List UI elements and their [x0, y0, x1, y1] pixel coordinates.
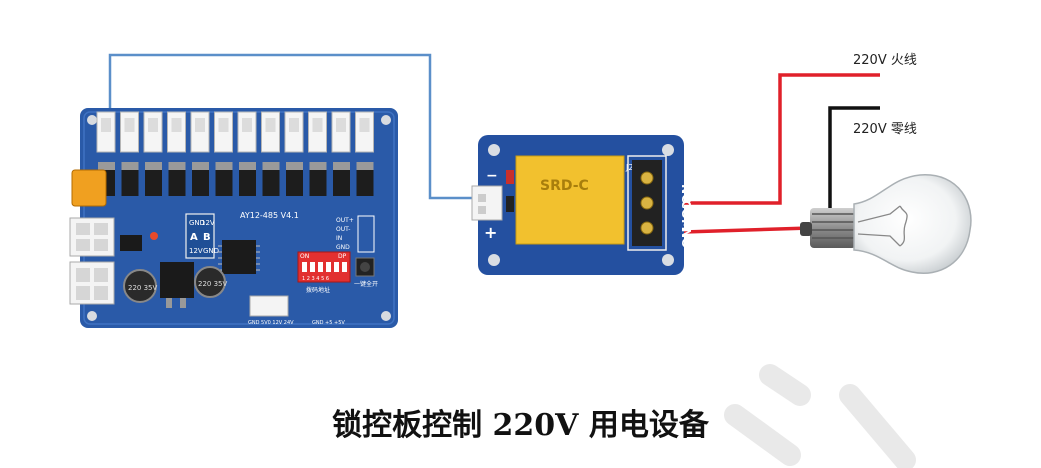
mosfet [168, 170, 186, 196]
signal-wire [108, 53, 478, 200]
mosfet-tab [356, 162, 374, 170]
bottom-pins-right-label: GND +5 +5V [312, 320, 345, 326]
mosfet [121, 170, 139, 196]
mosfet-tab [121, 162, 139, 170]
lock-control-board: GND 12V A B 12V GND AY12-485 V4.1 220 35… [69, 108, 398, 328]
regulator-chip [120, 235, 142, 251]
mosfet-row [98, 162, 374, 196]
connector-slot [289, 118, 299, 132]
neutral-wire-label: 220V 零线 [853, 122, 917, 137]
rs485-pin-label: A [190, 232, 198, 243]
connector-slot [336, 118, 346, 132]
out-pin-label: OUT+ [336, 217, 354, 224]
mosfet-tab [168, 162, 186, 170]
out-header [357, 215, 375, 253]
connector-slot [265, 118, 276, 132]
board-model-label: AY12-485 V4.1 [240, 211, 299, 220]
light-bulb [800, 174, 972, 274]
lock-output-connectors [96, 111, 374, 153]
dip-numbers: 1 2 3 4 5 6 [302, 276, 329, 282]
mosfet-tab [215, 162, 233, 170]
mosfet [333, 170, 350, 196]
mosfet-tab [333, 162, 350, 170]
out-pin-label: IN [336, 235, 342, 242]
connector-slot [242, 118, 252, 132]
mosfet [145, 170, 162, 196]
relay-model-label: SRD-C [540, 178, 589, 194]
mosfet-tab [145, 162, 162, 170]
rs485-pin-label: B [203, 232, 211, 243]
status-led [150, 232, 158, 240]
connector-slot [101, 118, 111, 132]
load-wire [683, 226, 811, 234]
dip-switch[interactable] [297, 251, 351, 283]
mosfet-tab [309, 162, 327, 170]
connector-slot [312, 118, 323, 132]
bottom-pins-label: GND 5V0 12V 24V [248, 320, 294, 326]
connector-slot [359, 118, 370, 132]
relay-input-connector [471, 185, 503, 221]
relay-plus-label: + [484, 223, 497, 242]
connector-slot [148, 118, 158, 132]
out-pin-label: OUT- [336, 226, 350, 233]
jumper-label: J2 [625, 163, 633, 172]
bulb-filament [857, 205, 908, 247]
watermark-mark [724, 364, 916, 468]
out-pin-label: GND [336, 244, 350, 251]
mosfet [309, 170, 327, 196]
mosfet-tab [286, 162, 303, 170]
rs485-pin-label: GND [203, 247, 219, 255]
dip-caption: 拨码地址 [306, 286, 330, 294]
relay-minus-label: − [486, 168, 498, 184]
dip-on-label: ON [300, 253, 309, 260]
rs485-pin-label: GND [189, 219, 205, 227]
capacitor-left-label: 220 35V [128, 284, 157, 292]
connector-slot [195, 118, 205, 132]
fuse [71, 169, 107, 207]
capacitor-right [194, 266, 226, 298]
terminal-screw [640, 221, 654, 235]
mcu-chip [222, 240, 256, 274]
connector-slot [124, 118, 135, 132]
terminal-label-nc: NC [679, 184, 693, 203]
terminal-screw [640, 196, 654, 210]
mosfet [356, 170, 374, 196]
mosfet [215, 170, 233, 196]
neutral-wire [828, 106, 880, 212]
dip-dp-label: DP [338, 253, 347, 260]
connector-slot [171, 118, 182, 132]
live-wire-label: 220V 火线 [853, 53, 917, 68]
mosfet [192, 170, 209, 196]
capacitor-left [123, 269, 157, 303]
bottom-connector [249, 295, 289, 317]
rs485-pin-label: 12V [189, 247, 203, 255]
bulb-glass [853, 174, 972, 274]
mosfet [239, 170, 256, 196]
all-open-caption: 一键全开 [354, 280, 378, 288]
live-wire [684, 73, 880, 205]
rs485-pin-label: 12V [201, 219, 215, 227]
terminal-label-no: NO [679, 228, 693, 248]
capacitor-right-label: 220 35V [198, 280, 227, 288]
mosfet-tab [262, 162, 280, 170]
mosfet-tab [192, 162, 209, 170]
connector-slot [218, 118, 229, 132]
mosfet-tab [239, 162, 256, 170]
terminal-label-com: COM [679, 200, 693, 231]
terminal-screw [640, 171, 654, 185]
mosfet [286, 170, 303, 196]
mosfet [262, 170, 280, 196]
rs485-terminal-block [185, 213, 215, 259]
regulator-large [160, 262, 194, 298]
relay-module: − + SRD-C J2 NC COM NO [471, 135, 693, 275]
diagram-caption: 锁控板控制 220V 用电设备 [332, 408, 709, 443]
relay-body [515, 155, 625, 245]
mosfet-tab [98, 162, 115, 170]
